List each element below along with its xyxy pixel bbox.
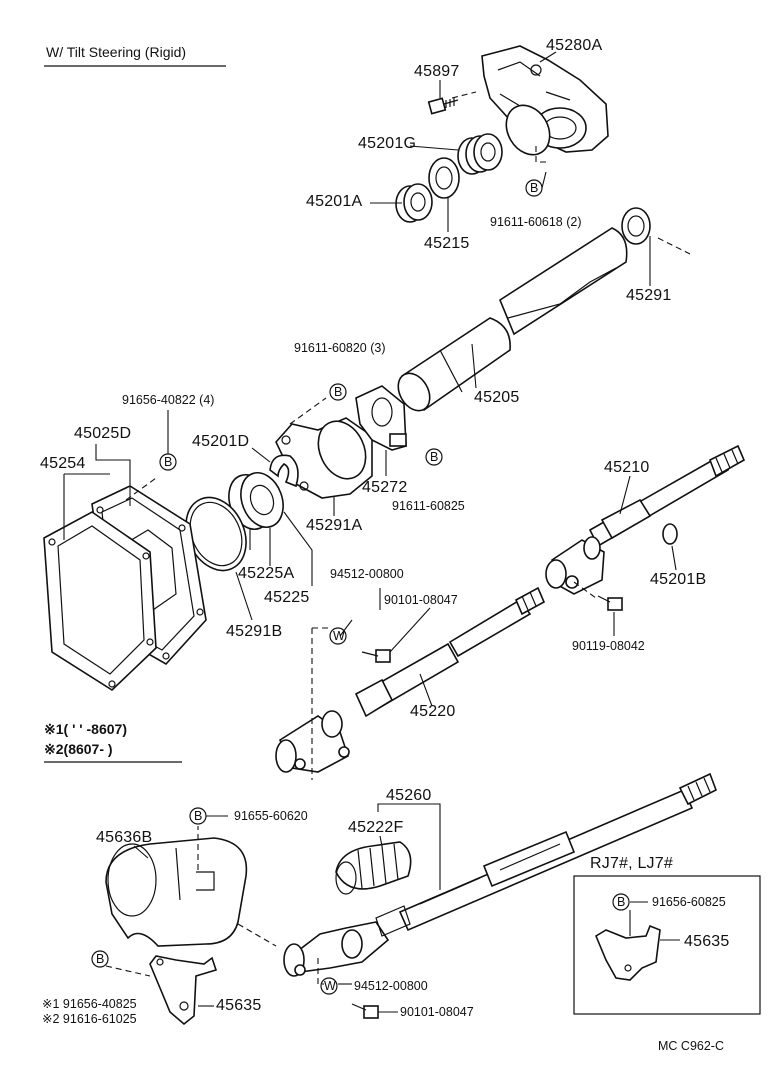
b-symbol: B [96,952,105,966]
part-label: 45225A [238,565,295,582]
note-1-mark: ※1 [42,997,60,1011]
part-label: 90101-08047 [384,593,458,607]
part-label: 90101-08047 [400,1005,474,1019]
w-symbol: W [324,979,336,993]
b-symbol: B [430,450,439,464]
bolt-90101-08047-lower [351,1003,379,1019]
bolt-90119-08042 [597,595,623,611]
part-label: 45201G [358,135,417,152]
inset-box [573,875,761,1015]
bolt-45897 [427,97,459,115]
note-2: ※2(8607- ) [44,742,113,756]
part-label: 45215 [424,235,470,252]
diagram-title: W/ Tilt Steering (Rigid) [46,44,187,60]
note-2-mark: ※2 [42,1012,60,1026]
part-label-note-2: ※2 91616-61025 [42,1013,137,1026]
part-label: 45280A [546,37,603,54]
part-label: 90119-08042 [572,639,645,653]
gasket-45254 [43,511,157,692]
part-label: 94512-00800 [330,567,404,581]
w-symbol: W [333,629,345,643]
note-1-text: ( ' ' -8607) [63,721,127,737]
b-symbol: B [194,809,203,823]
note-1: ※1( ' ' -8607) [44,722,127,736]
part-label: 91611-60618 (2) [490,215,582,229]
column-bracket-45280a [481,45,609,156]
bearing-rings-45225 [228,472,284,530]
part-label: 91611-60820 (3) [294,341,386,355]
part-label: 91611-60825 [392,499,465,513]
spring-45201g [457,133,503,175]
u-joint-45260 [283,905,411,977]
shaft-45220 [354,586,546,718]
part-label-note-1: ※1 91656-40825 [42,998,137,1011]
part-label: 45210 [604,459,650,476]
part-label: 45254 [40,455,86,472]
part-label: 45635 [684,933,730,950]
housing-45291a [275,417,373,499]
leader [539,51,557,63]
part-label: 45201B [650,571,707,588]
part-label: 91656-40825 [62,997,137,1011]
b-symbol: B [334,385,343,399]
note-2-text: (8607- ) [63,741,113,757]
clamp-45272 [355,385,407,451]
snap-ring-45201d [269,454,299,488]
part-label: 45291A [306,517,363,534]
part-label: 45225 [264,589,310,606]
snap-ring-45201b [662,523,678,545]
part-label: 45897 [414,63,460,80]
part-label: 91656-60825 [652,895,726,909]
b-symbol: B [617,895,626,909]
b-symbol: B [164,455,173,469]
part-label: 45272 [362,479,408,496]
part-label: 91656-40822 (4) [122,393,215,407]
u-joint-lower-45220 [275,710,350,773]
part-label: 45201A [306,193,363,210]
b-symbols [91,179,630,968]
bearing-45201a [395,183,433,223]
b-symbol: B [530,181,539,195]
washer-45215 [428,157,460,199]
part-label: 45025D [74,425,132,442]
part-label: 45636B [96,829,153,846]
note-2-mark: ※2 [44,741,64,757]
boot-45222f [335,841,412,895]
part-label: 91655-60620 [234,809,308,823]
shaft-45210 [588,444,746,548]
column-tube-45205 [397,207,651,412]
part-label: 45222F [348,819,404,836]
part-label: 45205 [474,389,520,406]
part-label: 94512-00800 [354,979,428,993]
part-label: 45220 [410,703,456,720]
bolt-90101-08047 [361,649,391,663]
bracket-45635-inset [594,924,661,981]
w-symbols [320,627,347,995]
part-label: 45291B [226,623,283,640]
part-label: 45635 [216,997,262,1014]
part-label: 91616-61025 [62,1012,137,1026]
part-label: 45291 [626,287,672,304]
u-joint-upper [545,536,605,595]
part-label: 45201D [192,433,250,450]
inset-title: RJ7#, LJ7# [590,855,673,872]
shaft-45260 [398,772,718,932]
bracket-45635 [149,955,218,1026]
note-1-mark: ※1 [44,721,64,737]
part-label: 45260 [386,787,432,804]
footer-code: MC C962-C [658,1039,724,1053]
cover-45636b [105,837,248,947]
